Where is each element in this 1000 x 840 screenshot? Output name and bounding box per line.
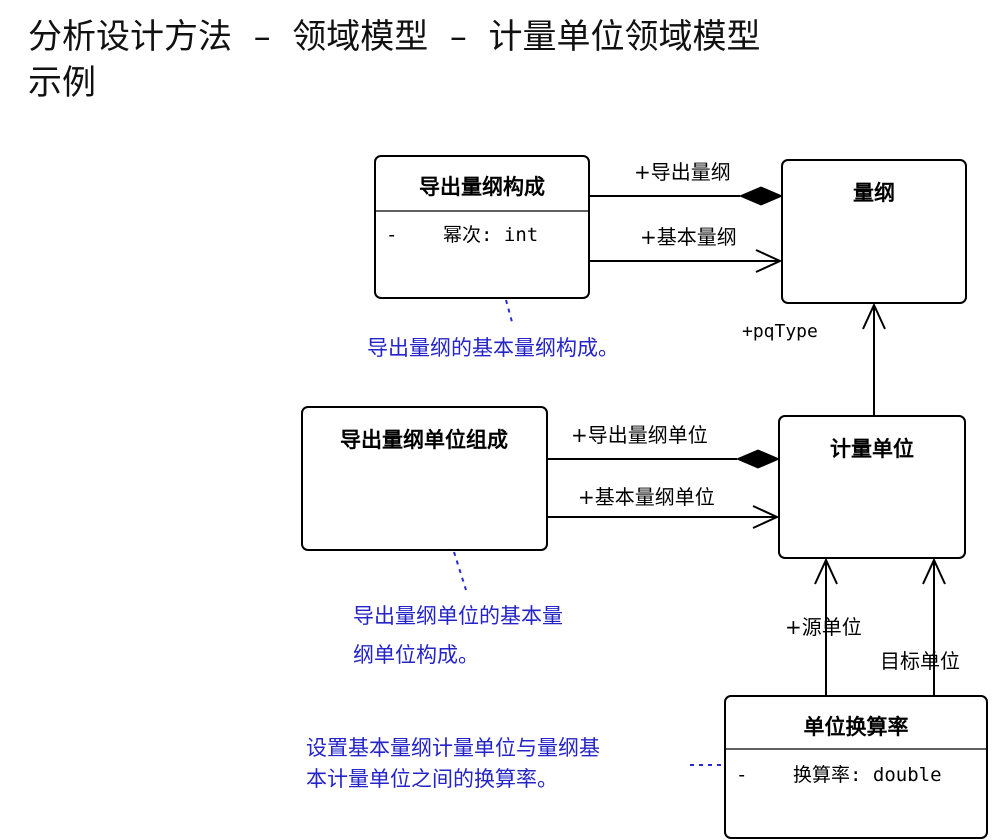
- assoc-derived-dimension-unit[interactable]: +导出量纲单位: [547, 423, 781, 469]
- open-arrow-icon: [814, 557, 838, 585]
- role-label: +导出量纲: [634, 160, 731, 184]
- assoc-pq-type[interactable]: +pqType: [742, 302, 886, 416]
- class-name: 单位换算率: [804, 715, 909, 739]
- role-label: +基本量纲单位: [578, 485, 715, 509]
- class-box: [778, 415, 966, 559]
- assoc-base-dimension[interactable]: +基本量纲: [589, 225, 783, 273]
- class-attribute: 换算率: double: [793, 764, 942, 786]
- note-text-line-2: 本计量单位之间的换算率。: [306, 767, 558, 791]
- note-unit-conversion[interactable]: 设置基本量纲计量单位与量纲基 本计量单位之间的换算率。: [306, 736, 725, 791]
- note-text-line-1: 设置基本量纲计量单位与量纲基: [306, 736, 600, 760]
- role-label: +源单位: [785, 615, 862, 639]
- class-box: [301, 406, 548, 551]
- class-box: [724, 695, 988, 839]
- class-name: 计量单位: [830, 437, 914, 461]
- role-label: +基本量纲: [640, 225, 737, 249]
- open-arrow-icon: [752, 505, 780, 529]
- title-line-1: 分析设计方法 – 领域模型 – 计量单位领域模型: [28, 17, 761, 57]
- note-derived-dimension[interactable]: 导出量纲的基本量纲构成。: [367, 299, 619, 360]
- role-label: +pqType: [742, 321, 818, 342]
- composition-diamond-icon: [738, 186, 784, 206]
- note-connector: [453, 551, 467, 591]
- open-arrow-icon: [862, 302, 886, 330]
- assoc-target-unit[interactable]: 目标单位: [880, 557, 960, 696]
- note-derived-unit[interactable]: 导出量纲单位的基本量 纲单位构成。: [353, 551, 563, 667]
- role-label: +导出量纲单位: [571, 423, 708, 447]
- assoc-base-dimension-unit[interactable]: +基本量纲单位: [547, 485, 780, 529]
- page-title: 分析设计方法 – 领域模型 – 计量单位领域模型 示例: [28, 14, 958, 106]
- note-connector: [505, 299, 513, 323]
- note-text-line-2: 纲单位构成。: [353, 643, 479, 667]
- title-line-2: 示例: [28, 63, 96, 103]
- class-dimension[interactable]: 量纲: [781, 159, 967, 304]
- class-derived-unit-composition[interactable]: 导出量纲单位组成: [301, 406, 548, 551]
- attr-visibility: -: [736, 764, 747, 786]
- note-text: 导出量纲的基本量纲构成。: [367, 336, 619, 360]
- class-unit-conversion[interactable]: 单位换算率 - 换算率: double: [724, 695, 988, 839]
- assoc-derived-dimension[interactable]: +导出量纲: [589, 160, 784, 206]
- attr-visibility: -: [386, 224, 397, 246]
- role-label: 目标单位: [880, 649, 960, 673]
- open-arrow-icon: [755, 249, 783, 273]
- class-box: [374, 155, 590, 299]
- open-arrow-icon: [922, 557, 946, 585]
- class-derived-dimension-composition[interactable]: 导出量纲构成 - 幂次: int: [374, 155, 590, 299]
- note-text-line-1: 导出量纲单位的基本量: [353, 604, 563, 628]
- class-name: 导出量纲单位组成: [340, 428, 508, 452]
- class-attribute: 幂次: int: [443, 224, 538, 246]
- assoc-source-unit[interactable]: +源单位: [785, 557, 862, 696]
- class-name: 量纲: [853, 181, 895, 205]
- class-name: 导出量纲构成: [419, 175, 545, 199]
- composition-diamond-icon: [735, 449, 781, 469]
- class-unit[interactable]: 计量单位: [778, 415, 966, 559]
